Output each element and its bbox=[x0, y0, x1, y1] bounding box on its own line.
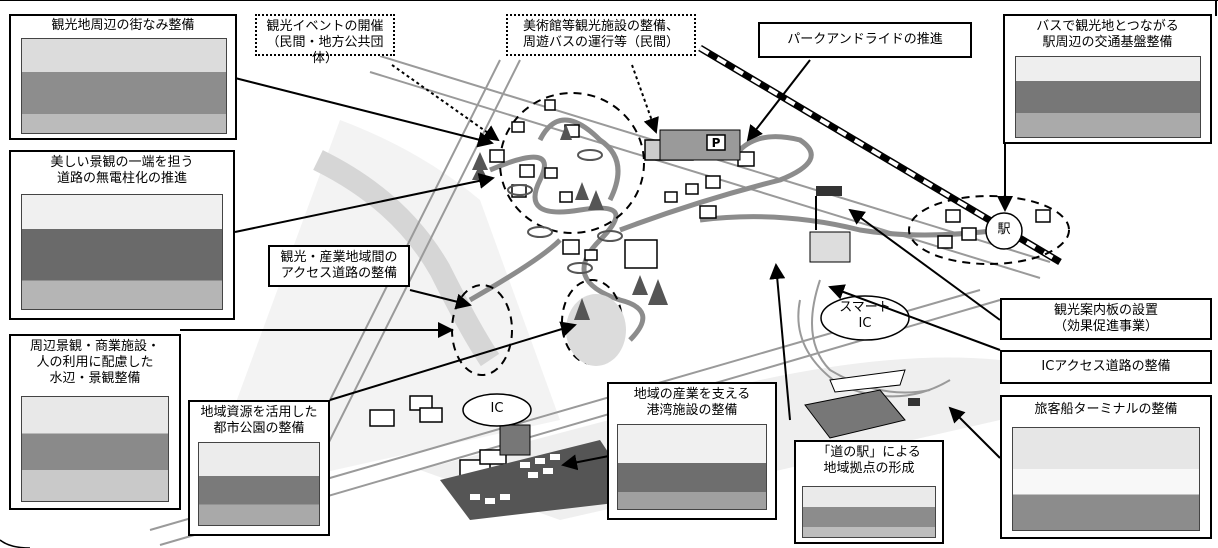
containers bbox=[470, 454, 560, 504]
smart-ic-oval bbox=[820, 295, 910, 341]
callout-event: 観光イベントの開催 （民間・地方公共団体） bbox=[255, 14, 395, 66]
callout-signboard-line2: （効果促進事業） bbox=[1053, 319, 1158, 334]
callout-event-line2: （民間・地方公共団体） bbox=[266, 35, 384, 66]
callout-urban-park-line2: 都市公園の整備 bbox=[213, 421, 305, 436]
callout-station-bus-line1: バスで観光地とつながる bbox=[1036, 19, 1179, 34]
callout-ferry-terminal-text: 旅客船ターミナルの整備 bbox=[1034, 402, 1178, 417]
callout-access-road-line2: アクセス道路の整備 bbox=[280, 266, 398, 281]
callout-arrows bbox=[180, 59, 1013, 471]
tourist-paths bbox=[468, 117, 1001, 342]
callout-station-bus: バスで観光地とつながる 駅周辺の交通基盤整備 bbox=[1003, 14, 1212, 144]
callout-pole-removal-line2: 道路の無電柱化の推進 bbox=[56, 171, 187, 186]
parking-label: P bbox=[711, 136, 721, 150]
photo-waterside bbox=[21, 396, 169, 502]
ic-label: IC bbox=[490, 401, 504, 416]
callout-urban-park: 地域資源を活用した 都市公園の整備 bbox=[188, 400, 330, 536]
callout-park-and-ride-text: パークアンドライドの推進 bbox=[787, 32, 943, 47]
callout-access-road-line1: 観光・産業地域間の bbox=[280, 250, 398, 265]
callout-signboard: 観光案内板の設置 （効果促進事業） bbox=[1000, 298, 1212, 340]
callout-port-line2: 港湾施設の整備 bbox=[646, 403, 738, 418]
michi-no-eki-building bbox=[809, 186, 851, 263]
callout-ic-access-road: ICアクセス道路の整備 bbox=[1000, 350, 1212, 384]
callout-waterside-line1: 周辺景観・商業施設・ bbox=[29, 339, 160, 354]
callout-museum-line1: 美術館等観光施設の整備、 bbox=[522, 19, 679, 34]
hot-spring-symbols bbox=[507, 149, 623, 274]
park-area bbox=[566, 294, 626, 366]
frame-corner bbox=[0, 539, 31, 548]
callout-museum-line2: 周遊バスの運行等（民間） bbox=[522, 35, 679, 50]
smart-ic-label-line2: IC bbox=[858, 316, 872, 331]
photo-ferry-terminal bbox=[1012, 427, 1200, 531]
callout-port-line1: 地域の産業を支える bbox=[633, 387, 751, 402]
callout-museum: 美術館等観光施設の整備、 周遊バスの運行等（民間） bbox=[506, 14, 696, 56]
river bbox=[313, 150, 500, 367]
callout-pole-removal-line1: 美しい景観の一端を担う bbox=[50, 155, 194, 170]
photo-urban-park bbox=[198, 442, 320, 526]
callout-townscape-text: 観光地周辺の街なみ整備 bbox=[51, 18, 195, 33]
ic-oval bbox=[462, 393, 532, 427]
ferry-terminal bbox=[804, 369, 920, 439]
callout-townscape: 観光地周辺の街なみ整備 bbox=[9, 14, 237, 140]
callout-event-line1: 観光イベントの開催 bbox=[266, 19, 384, 34]
photo-station-bus bbox=[1015, 56, 1201, 138]
parking-lot bbox=[659, 129, 741, 161]
callout-pole-removal: 美しい景観の一端を担う 道路の無電柱化の推進 bbox=[9, 150, 235, 320]
callout-access-road: 観光・産業地域間の アクセス道路の整備 bbox=[268, 245, 410, 287]
parking-sign bbox=[706, 134, 726, 151]
callout-signboard-line1: 観光案内板の設置 bbox=[1053, 303, 1158, 318]
station-label: 駅 bbox=[997, 222, 1011, 237]
photo-michi-no-eki bbox=[802, 486, 936, 538]
callout-michi-no-eki: 「道の駅」による 地域拠点の形成 bbox=[794, 440, 944, 544]
callout-michi-no-eki-line2: 地域拠点の形成 bbox=[823, 461, 915, 476]
callout-ferry-terminal: 旅客船ターミナルの整備 bbox=[1000, 395, 1212, 539]
warehouse bbox=[499, 424, 531, 456]
callout-waterside: 周辺景観・商業施設・ 人の利用に配慮した 水辺・景観整備 bbox=[9, 334, 181, 510]
station-circle bbox=[985, 212, 1023, 250]
callout-port: 地域の産業を支える 港湾施設の整備 bbox=[607, 382, 777, 520]
callout-ic-access-road-text: ICアクセス道路の整備 bbox=[1041, 359, 1171, 374]
callout-michi-no-eki-line1: 「道の駅」による bbox=[817, 445, 921, 460]
callout-station-bus-line2: 駅周辺の交通基盤整備 bbox=[1042, 35, 1173, 50]
photo-port bbox=[617, 424, 767, 510]
photo-townscape bbox=[21, 38, 227, 134]
callout-park-and-ride: パークアンドライドの推進 bbox=[758, 22, 972, 58]
smart-ic-label-line1: スマート bbox=[839, 300, 891, 315]
photo-pole-removal bbox=[21, 194, 223, 310]
callout-urban-park-line1: 地域資源を活用した bbox=[200, 405, 318, 420]
callout-waterside-line2: 人の利用に配慮した bbox=[36, 355, 154, 370]
callout-waterside-line3: 水辺・景観整備 bbox=[49, 371, 141, 386]
